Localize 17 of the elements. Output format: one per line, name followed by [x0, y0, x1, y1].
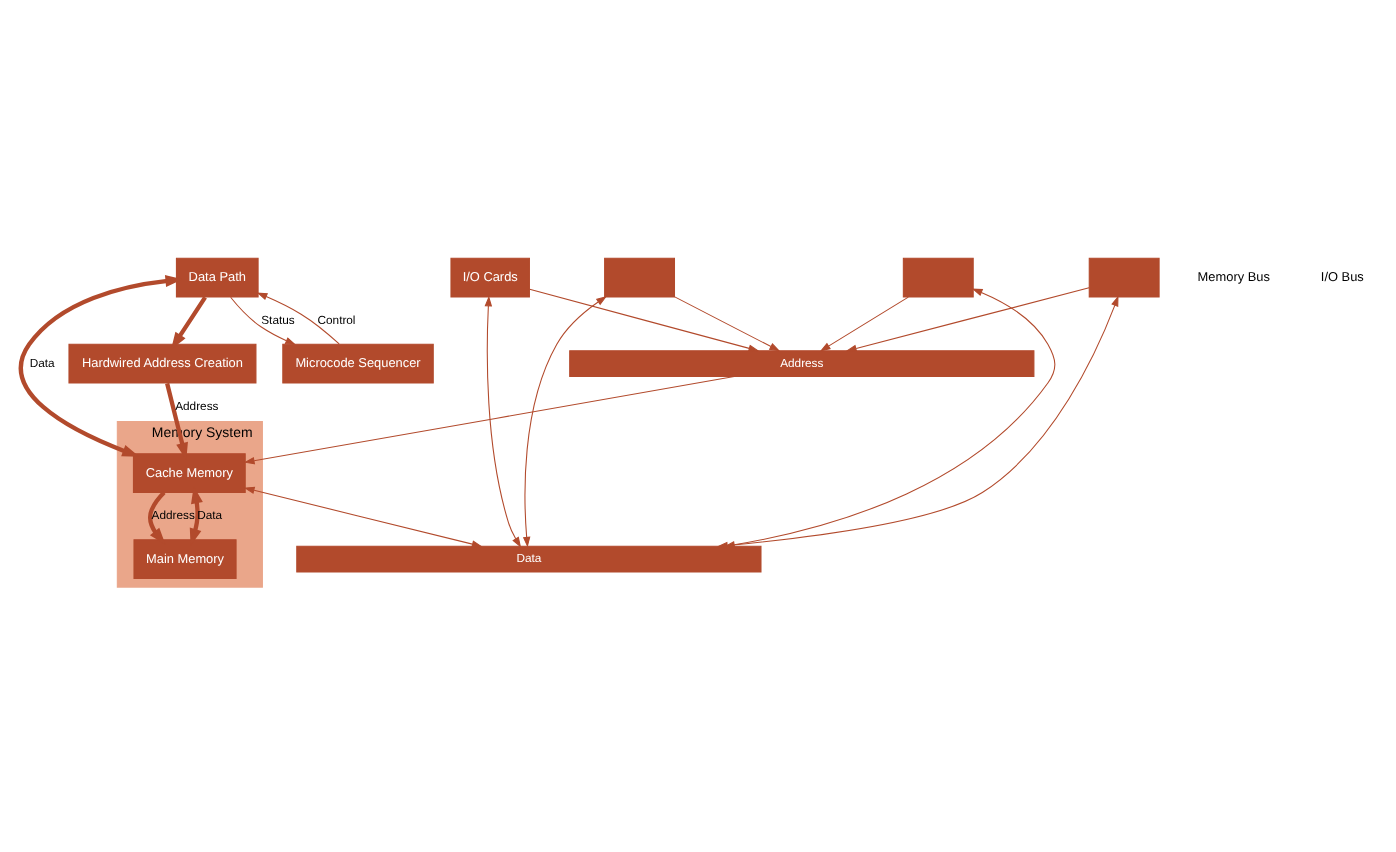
node-box [604, 256, 675, 297]
arrow [529, 287, 760, 351]
arrow [171, 295, 207, 349]
arrow [256, 291, 340, 344]
node-box [902, 256, 974, 297]
arrow [243, 485, 483, 547]
arrow [230, 295, 296, 344]
arrow [674, 295, 781, 351]
arrow [522, 295, 607, 547]
arrow [243, 375, 735, 464]
arrow [165, 381, 188, 459]
arrow [845, 286, 1090, 351]
arrow [18, 274, 183, 456]
arrow [819, 295, 909, 351]
arrow [148, 490, 166, 544]
node-box [1088, 256, 1160, 297]
arrow [484, 294, 522, 547]
